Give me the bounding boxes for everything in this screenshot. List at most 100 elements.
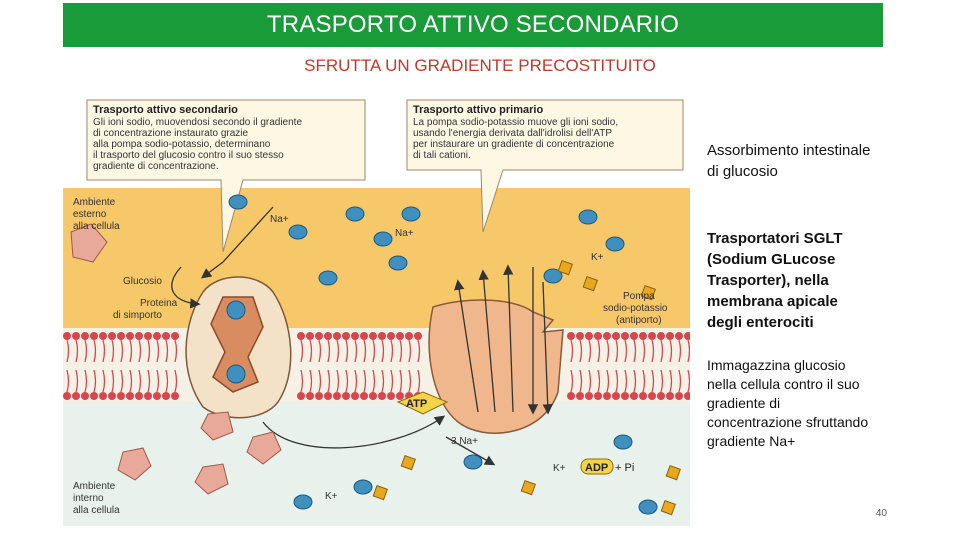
lipid-head <box>387 332 395 340</box>
lipid-head <box>396 332 404 340</box>
lipid-head <box>585 332 593 340</box>
lipid-head <box>603 392 611 400</box>
lipid-head <box>108 392 116 400</box>
lipid-head <box>297 392 305 400</box>
lipid-head <box>648 392 656 400</box>
sodium-ion <box>319 271 337 285</box>
lipid-head <box>99 332 107 340</box>
adp-badge: ADP + Pi <box>581 459 634 474</box>
sodium-ion <box>346 207 364 221</box>
lipid-head <box>315 332 323 340</box>
callout-secondary-heading: Trasporto attivo secondario <box>93 104 238 116</box>
lipid-head <box>117 392 125 400</box>
lipid-head <box>108 332 116 340</box>
sodium-ion <box>639 500 657 514</box>
lipid-head <box>306 392 314 400</box>
lipid-head <box>63 392 71 400</box>
callout-secondary-line: Gli ioni sodio, muovendosi secondo il gr… <box>93 117 302 128</box>
title-bar: TRASPORTO ATTIVO SECONDARIO <box>63 3 883 47</box>
lipid-head <box>135 332 143 340</box>
callout-primary-line: usando l'energia derivata dall'idrolisi … <box>413 128 612 139</box>
sodium-ion <box>289 225 307 239</box>
note-storage: Immagazzina glucosio nella cellula contr… <box>707 356 877 451</box>
lipid-head <box>153 392 161 400</box>
callout-primary-line: La pompa sodio-potassio muove gli ioni s… <box>413 117 618 128</box>
lipid-head <box>657 392 665 400</box>
page-number: 40 <box>876 508 887 519</box>
lipid-head <box>90 332 98 340</box>
sodium-ion <box>606 237 624 251</box>
callout-secondary-line: alla pompa sodio-potassio, determinano <box>93 139 271 150</box>
sodium-ion <box>294 495 312 509</box>
lipid-head <box>630 392 638 400</box>
lipid-head <box>396 392 404 400</box>
lipid-head <box>144 392 152 400</box>
lipid-head <box>675 332 683 340</box>
lipid-head <box>612 332 620 340</box>
lipid-head <box>666 332 674 340</box>
lipid-head <box>333 332 341 340</box>
pump-label: sodio-potassio <box>603 303 668 314</box>
lipid-head <box>594 332 602 340</box>
lipid-head <box>342 332 350 340</box>
lipid-head <box>612 392 620 400</box>
sodium-ion <box>389 256 407 270</box>
sodium-ion <box>354 480 372 494</box>
symport-protein <box>186 277 291 418</box>
slide-subtitle: SFRUTTA UN GRADIENTE PRECOSTITUITO <box>0 56 960 76</box>
lipid-head <box>171 392 179 400</box>
inside-label: alla cellula <box>73 505 120 516</box>
lipid-head <box>90 392 98 400</box>
lipid-head <box>378 392 386 400</box>
lipid-head <box>594 392 602 400</box>
lipid-head <box>405 332 413 340</box>
lipid-head <box>126 332 134 340</box>
lipid-head <box>657 332 665 340</box>
lipid-head <box>675 392 683 400</box>
callout-secondary-line: gradiente di concentrazione. <box>93 161 219 172</box>
lipid-head <box>153 332 161 340</box>
lipid-head <box>603 332 611 340</box>
na-label: Na+ <box>395 228 414 239</box>
note-absorption: Assorbimento intestinale di glucosio <box>707 140 877 182</box>
pump-label: (antiporto) <box>616 315 662 326</box>
protein-label: Proteina <box>140 298 178 309</box>
lipid-head <box>360 332 368 340</box>
transport-diagram: Trasporto attivo secondario Gli ioni sod… <box>63 92 690 526</box>
note-sglt: Trasportatori SGLT (Sodium GLucose Trasp… <box>707 228 877 333</box>
lipid-head <box>324 392 332 400</box>
pump-label: Pompa <box>623 291 655 302</box>
inside-label: interno <box>73 493 104 504</box>
lipid-head <box>369 332 377 340</box>
lipid-head <box>567 392 575 400</box>
lipid-head <box>81 332 89 340</box>
protein-label: di simporto <box>113 310 162 321</box>
lipid-head <box>342 392 350 400</box>
callout-secondary-line: il trasporto del glucosio contro il suo … <box>93 150 284 161</box>
lipid-head <box>162 332 170 340</box>
sodium-ion <box>614 435 632 449</box>
outside-label: alla cellula <box>73 221 120 232</box>
lipid-head <box>666 392 674 400</box>
lipid-head <box>162 392 170 400</box>
outside-label: Ambiente <box>73 197 116 208</box>
lipid-head <box>135 392 143 400</box>
lipid-head <box>639 392 647 400</box>
lipid-head <box>621 392 629 400</box>
lipid-head <box>81 392 89 400</box>
lipid-head <box>621 332 629 340</box>
callout-primary-heading: Trasporto attivo primario <box>413 104 543 116</box>
sodium-potassium-pump <box>429 300 563 433</box>
lipid-head <box>387 392 395 400</box>
k-label: K+ <box>553 463 566 474</box>
lipid-head <box>63 332 71 340</box>
sodium-ion <box>402 207 420 221</box>
lipid-head <box>630 332 638 340</box>
k-label: K+ <box>591 252 604 263</box>
outside-label: esterno <box>73 209 107 220</box>
lipid-head <box>648 332 656 340</box>
lipid-head <box>72 392 80 400</box>
lipid-head <box>297 332 305 340</box>
lipid-head <box>576 392 584 400</box>
lipid-head <box>369 392 377 400</box>
